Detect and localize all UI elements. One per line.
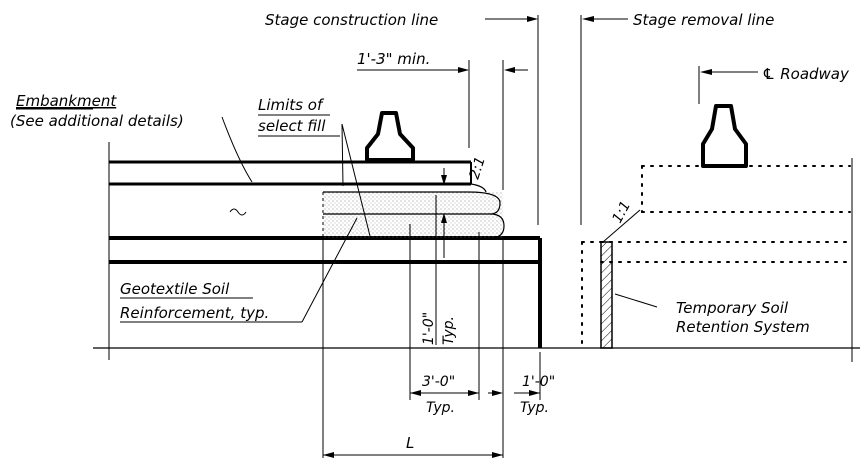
dimension-L [323, 452, 503, 458]
removal-layers [581, 165, 851, 347]
dim-1ft0in-vertical-label: 1'-0" [421, 312, 437, 345]
dim-3ft0in-label: 3'-0" [422, 374, 455, 390]
select-fill-label: select fill [258, 117, 326, 135]
dim-1ft0in-vertical-typ: Typ. [441, 316, 457, 345]
dim-3ft0in-typ: Typ. [426, 400, 455, 416]
dim-1ft0in-horizontal-typ: Typ. [520, 400, 549, 416]
geotextile-label-2: Reinforcement, typ. [120, 304, 269, 322]
dimension-1ft0in-horizontal [488, 352, 541, 400]
geotextile-label-1: Geotextile Soil [120, 280, 230, 298]
select-fill-leader-2 [341, 123, 371, 237]
dim-L-label: L [406, 434, 414, 452]
dimension-1ft0in-vertical [435, 168, 447, 345]
limits-of-label: Limits of [258, 96, 325, 114]
dimension-1ft3in-min [357, 60, 528, 190]
embankment-note-label: (See additional details) [10, 112, 184, 130]
barrier-right-icon [701, 104, 748, 168]
dim-1ft3in-label: 1'-3" min. [357, 50, 430, 68]
slope-1-1-line [602, 209, 641, 243]
temp-soil-leader [614, 293, 658, 308]
roadway-centerline-label: ℄ Roadway [762, 65, 850, 83]
select-fill-leader-1 [341, 123, 344, 187]
embankment-mark-icon [229, 208, 247, 216]
dim-1ft0in-horizontal-label: 1'-0" [522, 374, 555, 390]
temporary-soil-retention-wall [600, 241, 613, 349]
embankment-leader [221, 116, 253, 183]
geotextile-leader [301, 217, 358, 323]
stage-construction-line-label: Stage construction line [265, 11, 438, 29]
stage-removal-line-label: Stage removal line [633, 11, 774, 29]
geotextile-wraps [323, 183, 505, 239]
select-fill-zone [322, 191, 503, 238]
temp-soil-label-1: Temporary Soil [676, 299, 789, 317]
temp-soil-label-2: Retention System [676, 318, 810, 336]
slope-2-1-label: 2:1 [467, 155, 489, 181]
barrier-left-icon [365, 111, 415, 162]
embankment-label: Embankment [16, 92, 117, 110]
slope-1-1-label: 1:1 [609, 198, 634, 225]
dimension-3ft0in [410, 390, 479, 396]
